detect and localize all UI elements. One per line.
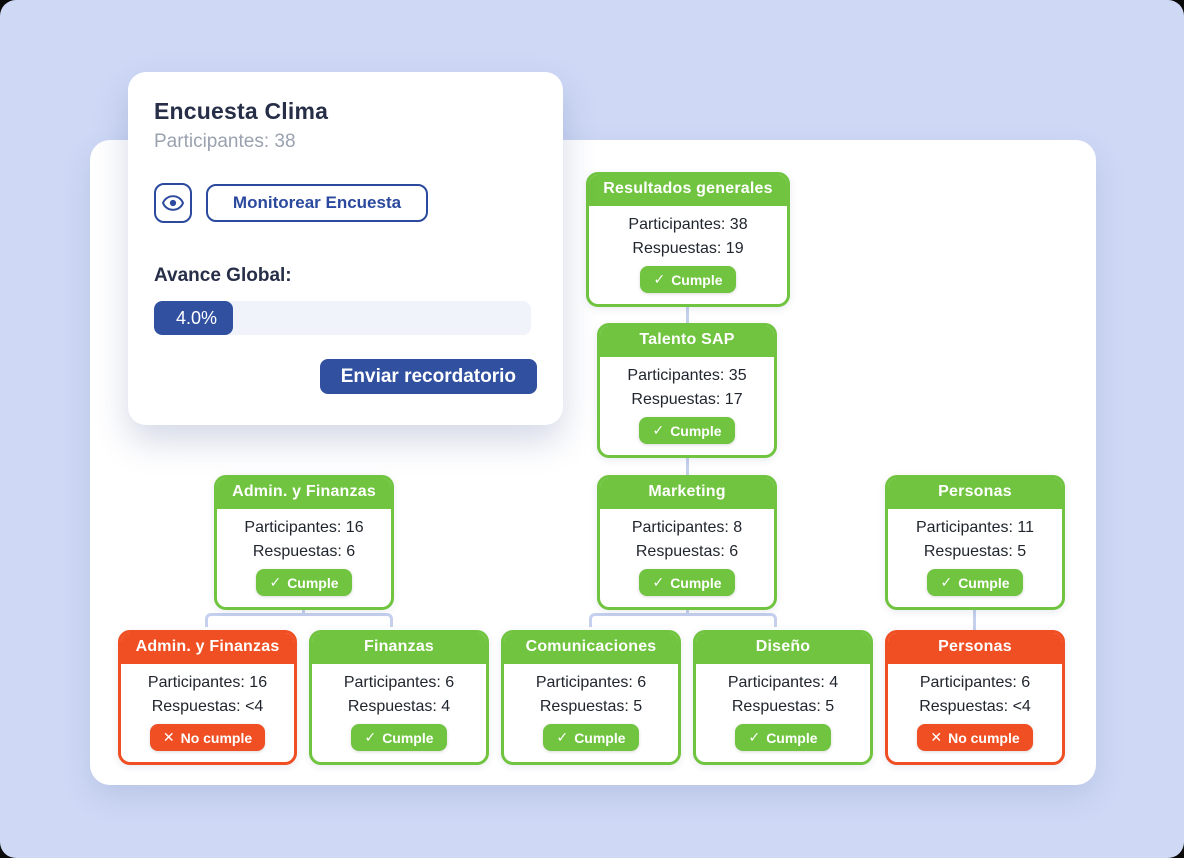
org-node-admin-finanzas: Admin. y Finanzas Participantes: 16 Resp… bbox=[214, 475, 394, 610]
node-responses: Respuestas: 5 bbox=[731, 698, 835, 715]
status-label: Cumple bbox=[382, 729, 434, 746]
status-label: Cumple bbox=[766, 729, 818, 746]
x-icon: ✕ bbox=[930, 729, 943, 745]
node-participants: Participantes: 6 bbox=[919, 674, 1031, 691]
org-node-talento-sap: Talento SAP Participantes: 35 Respuestas… bbox=[597, 323, 777, 458]
status-badge: ✓ Cumple bbox=[639, 569, 735, 596]
progress-value: 4.0% bbox=[176, 307, 218, 328]
check-icon: ✓ bbox=[652, 574, 665, 590]
check-icon: ✓ bbox=[748, 729, 761, 745]
node-title: Personas bbox=[888, 478, 1062, 509]
node-participants: Participantes: 16 bbox=[244, 519, 364, 536]
node-title: Marketing bbox=[600, 478, 774, 509]
eye-icon bbox=[161, 191, 185, 215]
org-node-finanzas: Finanzas Participantes: 6 Respuestas: 4 … bbox=[309, 630, 489, 765]
status-badge: ✓ Cumple bbox=[256, 569, 352, 596]
node-title: Diseño bbox=[696, 633, 870, 664]
status-badge: ✕ No cumple bbox=[917, 724, 1033, 751]
node-title: Comunicaciones bbox=[504, 633, 678, 664]
check-icon: ✓ bbox=[364, 729, 377, 745]
status-badge: ✓ Cumple bbox=[639, 417, 735, 444]
status-badge: ✓ Cumple bbox=[927, 569, 1023, 596]
node-participants: Participantes: 4 bbox=[727, 674, 839, 691]
org-node-comunicaciones: Comunicaciones Participantes: 6 Respuest… bbox=[501, 630, 681, 765]
check-icon: ✓ bbox=[940, 574, 953, 590]
page-title: Encuesta Clima bbox=[154, 98, 329, 124]
check-icon: ✓ bbox=[269, 574, 282, 590]
status-label: Cumple bbox=[671, 271, 723, 288]
status-label: Cumple bbox=[287, 574, 339, 591]
node-participants: Participantes: 6 bbox=[535, 674, 647, 691]
status-badge: ✓ Cumple bbox=[735, 724, 831, 751]
node-title: Resultados generales bbox=[589, 175, 787, 206]
status-label: Cumple bbox=[958, 574, 1010, 591]
node-title: Finanzas bbox=[312, 633, 486, 664]
node-responses: Respuestas: <4 bbox=[919, 698, 1031, 715]
status-label: Cumple bbox=[574, 729, 626, 746]
status-badge: ✓ Cumple bbox=[543, 724, 639, 751]
status-label: No cumple bbox=[948, 729, 1020, 746]
node-participants: Participantes: 38 bbox=[628, 216, 748, 233]
actions-row: Monitorear Encuesta bbox=[154, 183, 537, 223]
node-responses: Respuestas: 19 bbox=[632, 240, 744, 257]
check-icon: ✓ bbox=[652, 422, 665, 438]
node-responses: Respuestas: <4 bbox=[151, 698, 264, 715]
node-responses: Respuestas: 5 bbox=[923, 543, 1027, 560]
node-title: Personas bbox=[888, 633, 1062, 664]
org-node-admin-finanzas-sub: Admin. y Finanzas Participantes: 16 Resp… bbox=[118, 630, 297, 765]
monitor-survey-button[interactable]: Monitorear Encuesta bbox=[206, 184, 428, 222]
node-responses: Respuestas: 6 bbox=[635, 543, 739, 560]
check-icon: ✓ bbox=[556, 729, 569, 745]
node-participants: Participantes: 16 bbox=[147, 674, 268, 691]
send-reminder-button[interactable]: Enviar recordatorio bbox=[319, 359, 537, 394]
survey-summary-card: Encuesta Clima Participantes: 38 Monitor… bbox=[128, 72, 563, 425]
node-participants: Participantes: 35 bbox=[627, 367, 747, 384]
card-footer: Enviar recordatorio bbox=[154, 359, 537, 394]
connector-line bbox=[973, 602, 976, 630]
org-node-diseno: Diseño Participantes: 4 Respuestas: 5 ✓ C… bbox=[693, 630, 873, 765]
node-title: Talento SAP bbox=[600, 326, 774, 357]
node-responses: Respuestas: 17 bbox=[631, 391, 743, 408]
org-node-personas: Personas Participantes: 11 Respuestas: 5… bbox=[885, 475, 1065, 610]
node-participants: Participantes: 11 bbox=[916, 519, 1034, 536]
status-label: Cumple bbox=[670, 574, 722, 591]
status-badge: ✓ Cumple bbox=[640, 266, 736, 293]
status-badge: ✕ No cumple bbox=[149, 724, 266, 751]
org-node-resultados-generales: Resultados generales Participantes: 38 R… bbox=[586, 172, 790, 307]
status-badge: ✓ Cumple bbox=[351, 724, 447, 751]
node-responses: Respuestas: 6 bbox=[252, 543, 356, 560]
status-label: Cumple bbox=[670, 422, 722, 439]
node-participants: Participantes: 8 bbox=[631, 519, 743, 536]
node-participants: Participantes: 6 bbox=[343, 674, 455, 691]
connector-bracket bbox=[205, 613, 393, 627]
check-icon: ✓ bbox=[653, 271, 666, 287]
node-title: Admin. y Finanzas bbox=[121, 633, 294, 664]
org-node-personas-sub: Personas Participantes: 6 Respuestas: <4… bbox=[885, 630, 1065, 765]
node-title: Admin. y Finanzas bbox=[217, 478, 391, 509]
progress-fill: 4.0% bbox=[154, 301, 233, 335]
preview-button[interactable] bbox=[154, 183, 192, 223]
progress-bar: 4.0% bbox=[154, 301, 531, 335]
node-responses: Respuestas: 4 bbox=[347, 698, 451, 715]
connector-line bbox=[686, 452, 689, 475]
org-node-marketing: Marketing Participantes: 8 Respuestas: 6… bbox=[597, 475, 777, 610]
participants-count: Participantes: 38 bbox=[154, 131, 296, 152]
x-icon: ✕ bbox=[162, 729, 175, 745]
node-responses: Respuestas: 5 bbox=[539, 698, 643, 715]
progress-section-label: Avance Global: bbox=[154, 265, 292, 286]
status-label: No cumple bbox=[180, 729, 253, 746]
connector-bracket bbox=[589, 613, 777, 627]
connector-line bbox=[686, 297, 689, 323]
